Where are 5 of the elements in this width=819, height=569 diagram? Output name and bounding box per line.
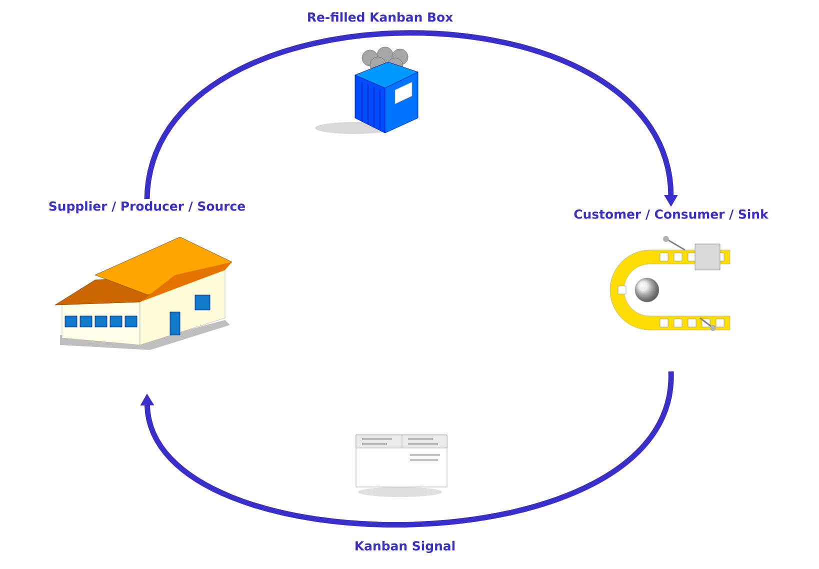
edge-label: Re-filled Kanban Box	[306, 11, 454, 23]
node-label: Customer / Consumer / Sink	[574, 209, 769, 220]
node-label: Supplier / Producer / Source	[49, 201, 245, 214]
edge-label: Kanban Signal	[353, 540, 457, 554]
arrow	[140, 370, 674, 528]
